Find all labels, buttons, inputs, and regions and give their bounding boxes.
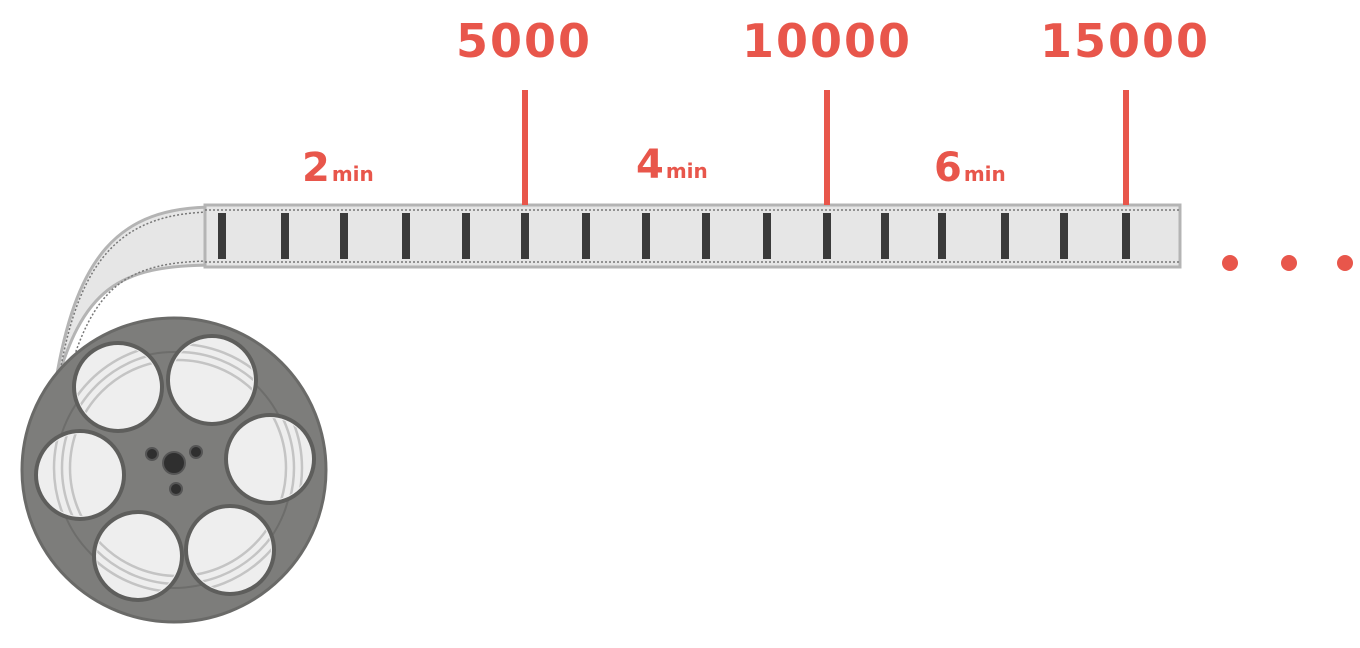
reel-window xyxy=(224,413,316,505)
frame-divider xyxy=(763,213,771,259)
reel-hub-hole xyxy=(189,445,203,459)
frame-divider xyxy=(218,213,226,259)
ellipsis-icon xyxy=(1222,255,1353,271)
marker-line xyxy=(1123,90,1129,205)
marker-label-5000: 5000 xyxy=(456,14,593,68)
reel-window xyxy=(72,341,164,433)
film-strip xyxy=(203,203,1182,269)
reel-hub-hole xyxy=(169,482,183,496)
marker-label-10000: 10000 xyxy=(742,14,913,68)
reel-window xyxy=(92,510,184,602)
frame-divider xyxy=(582,213,590,259)
reel-hub xyxy=(162,451,186,475)
film-reel-icon xyxy=(20,316,328,624)
marker-line xyxy=(522,90,528,205)
duration-number: 6 xyxy=(934,145,962,191)
frame-divider xyxy=(340,213,348,259)
marker-label-15000: 15000 xyxy=(1040,14,1211,68)
reel-windows xyxy=(34,334,316,602)
marker-lines xyxy=(522,90,1129,205)
frame-divider xyxy=(642,213,650,259)
frame-divider xyxy=(881,213,889,259)
frame-divider xyxy=(823,213,831,259)
frame-divider xyxy=(1001,213,1009,259)
ellipsis-dot xyxy=(1337,255,1353,271)
reel-hub-hole xyxy=(145,447,159,461)
film-leader-perforation-bottom xyxy=(65,260,216,385)
film-leader-perforation-top xyxy=(59,211,216,373)
frame-divider xyxy=(938,213,946,259)
duration-unit: min xyxy=(331,162,374,186)
duration-number: 4 xyxy=(636,142,664,188)
frame-divider xyxy=(702,213,710,259)
ellipsis-dot xyxy=(1222,255,1238,271)
frame-divider xyxy=(281,213,289,259)
frame-divider xyxy=(462,213,470,259)
duration-unit: min xyxy=(963,162,1006,186)
frame-dividers xyxy=(218,213,1130,259)
duration-number: 2 xyxy=(302,145,330,191)
marker-line xyxy=(824,90,830,205)
frame-divider xyxy=(402,213,410,259)
frame-divider xyxy=(1060,213,1068,259)
ellipsis-dot xyxy=(1281,255,1297,271)
frame-divider xyxy=(1122,213,1130,259)
frame-divider xyxy=(521,213,529,259)
duration-unit: min xyxy=(665,159,708,183)
film-strip-icon xyxy=(203,203,1182,269)
